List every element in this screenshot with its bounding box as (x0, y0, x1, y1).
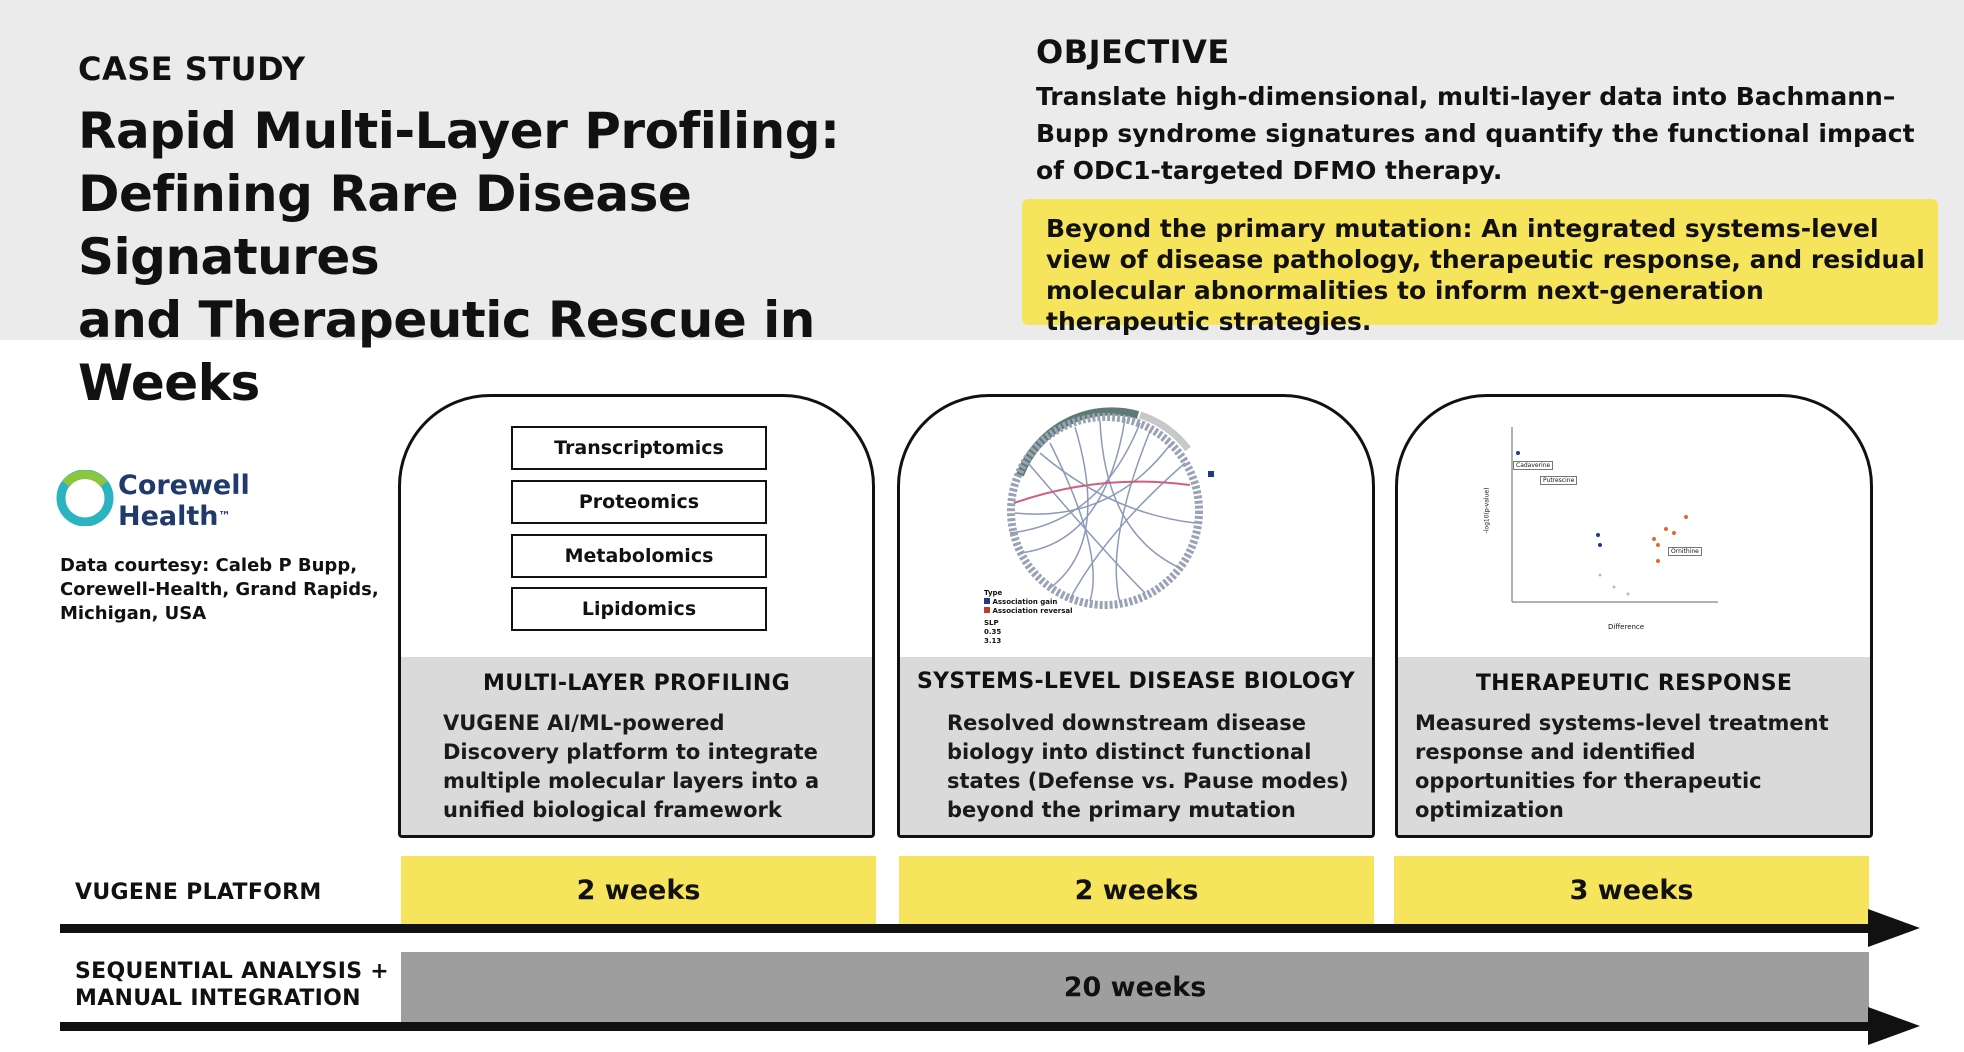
legend-type-heading: Type (984, 589, 1003, 597)
card-description: Resolved downstream disease biology into… (947, 711, 1349, 822)
title-line-3: and Therapeutic Rescue in Weeks (78, 291, 815, 412)
manual-duration-bar: 20 weeks (401, 952, 1869, 1022)
card-therapeutic-response: Cadaverine Putrescine Ornithine Differen… (1395, 394, 1873, 838)
phase-1-duration: 2 weeks (401, 856, 876, 924)
card-systems-level-biology: Type Association gain Association revers… (897, 394, 1375, 838)
legend-item-gain: Association gain (984, 598, 1073, 607)
vugene-timeline-line (60, 924, 1880, 933)
page-title: Rapid Multi-Layer Profiling: Defining Ra… (78, 100, 978, 415)
logo-line-2: Health™ (118, 501, 231, 532)
phase-2-duration: 2 weeks (899, 856, 1374, 924)
plot-label-putrescine: Putrescine (1540, 476, 1578, 485)
omic-metabolomics: Metabolomics (511, 534, 767, 578)
card-title: THERAPEUTIC RESPONSE (1475, 671, 1793, 696)
timeline-arrow-icon (1868, 909, 1920, 947)
chord-legend: Type Association gain Association revers… (984, 589, 1073, 646)
card-footer: THERAPEUTIC RESPONSE Measured systems-le… (1398, 657, 1870, 835)
omic-lipidomics: Lipidomics (511, 587, 767, 631)
legend-item-reversal: Association reversal (984, 607, 1073, 616)
highlight-text: Beyond the primary mutation: An integrat… (1046, 214, 1925, 336)
omic-transcriptomics: Transcriptomics (511, 426, 767, 470)
plot-label-ornithine: Ornithine (1668, 547, 1702, 556)
logo-wordmark: Corewell Health™ (118, 470, 250, 532)
card-description: Measured systems-level treatment respons… (1415, 711, 1829, 822)
omic-proteomics: Proteomics (511, 480, 767, 524)
plot-x-label: Difference (1608, 623, 1645, 631)
highlight-box: Beyond the primary mutation: An integrat… (1022, 199, 1938, 336)
plot-label-cadaverine: Cadaverine (1513, 461, 1554, 470)
card-footer: MULTI-LAYER PROFILING VUGENE AI/ML-power… (401, 657, 872, 835)
data-courtesy: Data courtesy: Caleb P Bupp, Corewell-He… (60, 555, 379, 624)
phase-3-duration: 3 weeks (1394, 856, 1869, 924)
timeline-arrow-icon (1868, 1007, 1920, 1045)
title-line-1: Rapid Multi-Layer Profiling: (78, 102, 840, 160)
vugene-platform-label: VUGENE PLATFORM (75, 880, 322, 905)
card-title: MULTI-LAYER PROFILING (483, 671, 790, 696)
card-description: VUGENE AI/ML-powered Discovery platform … (443, 711, 820, 822)
manual-integration-label: SEQUENTIAL ANALYSIS + MANUAL INTEGRATION (75, 959, 390, 1011)
plot-y-label: -log10(p-value) (1483, 487, 1491, 534)
corewell-logo-icon (56, 470, 114, 526)
legend-slp-high: 3.13 (984, 637, 1002, 645)
chord-diagram (1007, 407, 1214, 609)
logo-line-1: Corewell (118, 470, 250, 501)
volcano-plot (1511, 427, 1718, 603)
card-footer: SYSTEMS-LEVEL DISEASE BIOLOGY Resolved d… (900, 657, 1372, 835)
card-multi-layer-profiling: Transcriptomics Proteomics Metabolomics … (398, 394, 875, 838)
legend-slp-low: 0.35 (984, 628, 1002, 636)
manual-timeline-line (60, 1022, 1880, 1031)
title-line-2: Defining Rare Disease Signatures (78, 165, 692, 286)
trademark-mark: ™ (218, 509, 231, 523)
card-title: SYSTEMS-LEVEL DISEASE BIOLOGY (917, 669, 1355, 694)
legend-slp-heading: SLP (984, 619, 999, 627)
objective-text: Translate high-dimensional, multi-layer … (1036, 82, 1915, 185)
objective-heading: OBJECTIVE (1036, 33, 1230, 71)
case-study-label: CASE STUDY (78, 50, 306, 88)
